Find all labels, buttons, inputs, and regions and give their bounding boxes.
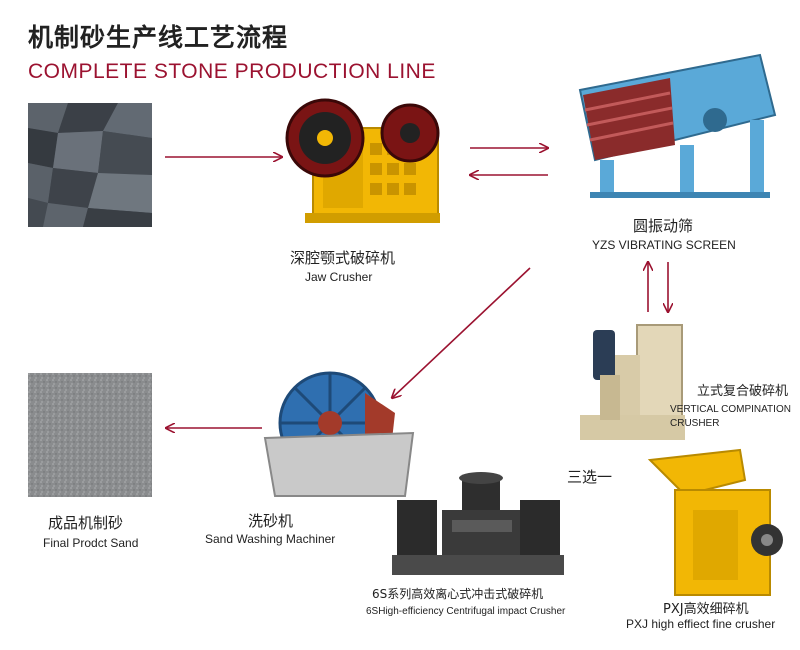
pxj-crusher-label-en: PXJ high effiect fine crusher [626,617,776,631]
vibrating-screen-label-cn: 圆振动筛 [633,217,694,235]
pxj-crusher-label-cn: PXJ高效细碎机 [663,602,749,617]
arrow-screen-to-washer [392,267,531,398]
vertical-crusher-label-en-1: VERTICAL COMPINATION [670,404,791,415]
raw-stone-image [28,103,152,227]
final-sand-image [28,373,152,497]
page-title: 机制砂生产线工艺流程 [28,23,289,52]
sand-washer-label-cn: 洗砂机 [248,512,294,530]
sand-washer-image [263,368,415,498]
vertical-crusher-label-cn: 立式复合破碎机 [697,384,789,399]
page-subtitle: COMPLETE STONE PRODUCTION LINE [28,60,436,83]
vertical-crusher-label-en-2: CRUSHER [670,418,720,429]
jaw-crusher-label-en: Jaw Crusher [305,270,373,284]
vertical-crusher-image [575,320,690,445]
impact-crusher-label-en: 6SHigh-efficiency Centrifugal impact Cru… [366,606,566,617]
jaw-crusher-image [285,93,445,228]
pxj-crusher-image [645,448,785,600]
vibrating-screen-label-en: YZS VIBRATING SCREEN [592,238,736,252]
vibrating-screen-image [575,50,780,200]
impact-crusher-label-cn: 6S系列高效离心式冲击式破碎机 [372,587,544,601]
jaw-crusher-label-cn: 深腔颚式破碎机 [290,249,396,267]
impact-crusher-image [392,470,564,582]
choose-one-label: 三选一 [567,468,613,486]
final-sand-label-cn: 成品机制砂 [48,514,124,532]
final-sand-label-en: Final Prodct Sand [43,536,139,550]
sand-washer-label-en: Sand Washing Machiner [205,532,336,546]
